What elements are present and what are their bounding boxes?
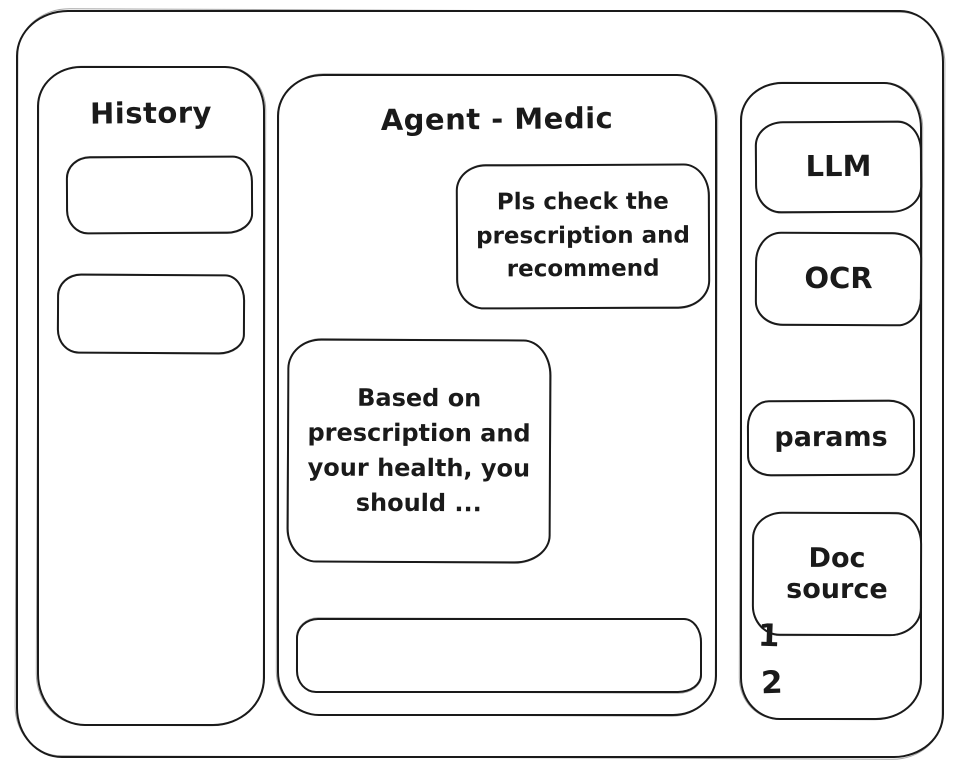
user-message-bubble: Pls check the prescription and recommend [455,163,711,310]
params-button[interactable]: params [746,399,916,477]
doc-source-item-2[interactable]: 2 [760,664,784,702]
chat-message-input[interactable] [296,618,702,693]
llm-button[interactable]: LLM [754,120,923,214]
history-sidebar: History [37,66,265,726]
app-frame: History Agent - Medic Pls check the pres… [16,10,944,758]
history-item[interactable] [56,273,246,355]
chat-title: Agent - Medic [380,100,614,138]
ocr-button[interactable]: OCR [754,231,923,327]
doc-source-item-1[interactable]: 1 [757,617,781,655]
history-title: History [89,95,213,131]
assistant-message-bubble: Based on prescription and your health, y… [286,338,552,564]
tools-panel: LLM OCR params Doc source 1 2 [740,82,923,720]
chat-panel: Agent - Medic Pls check the prescription… [277,74,717,716]
history-item[interactable] [65,155,254,235]
